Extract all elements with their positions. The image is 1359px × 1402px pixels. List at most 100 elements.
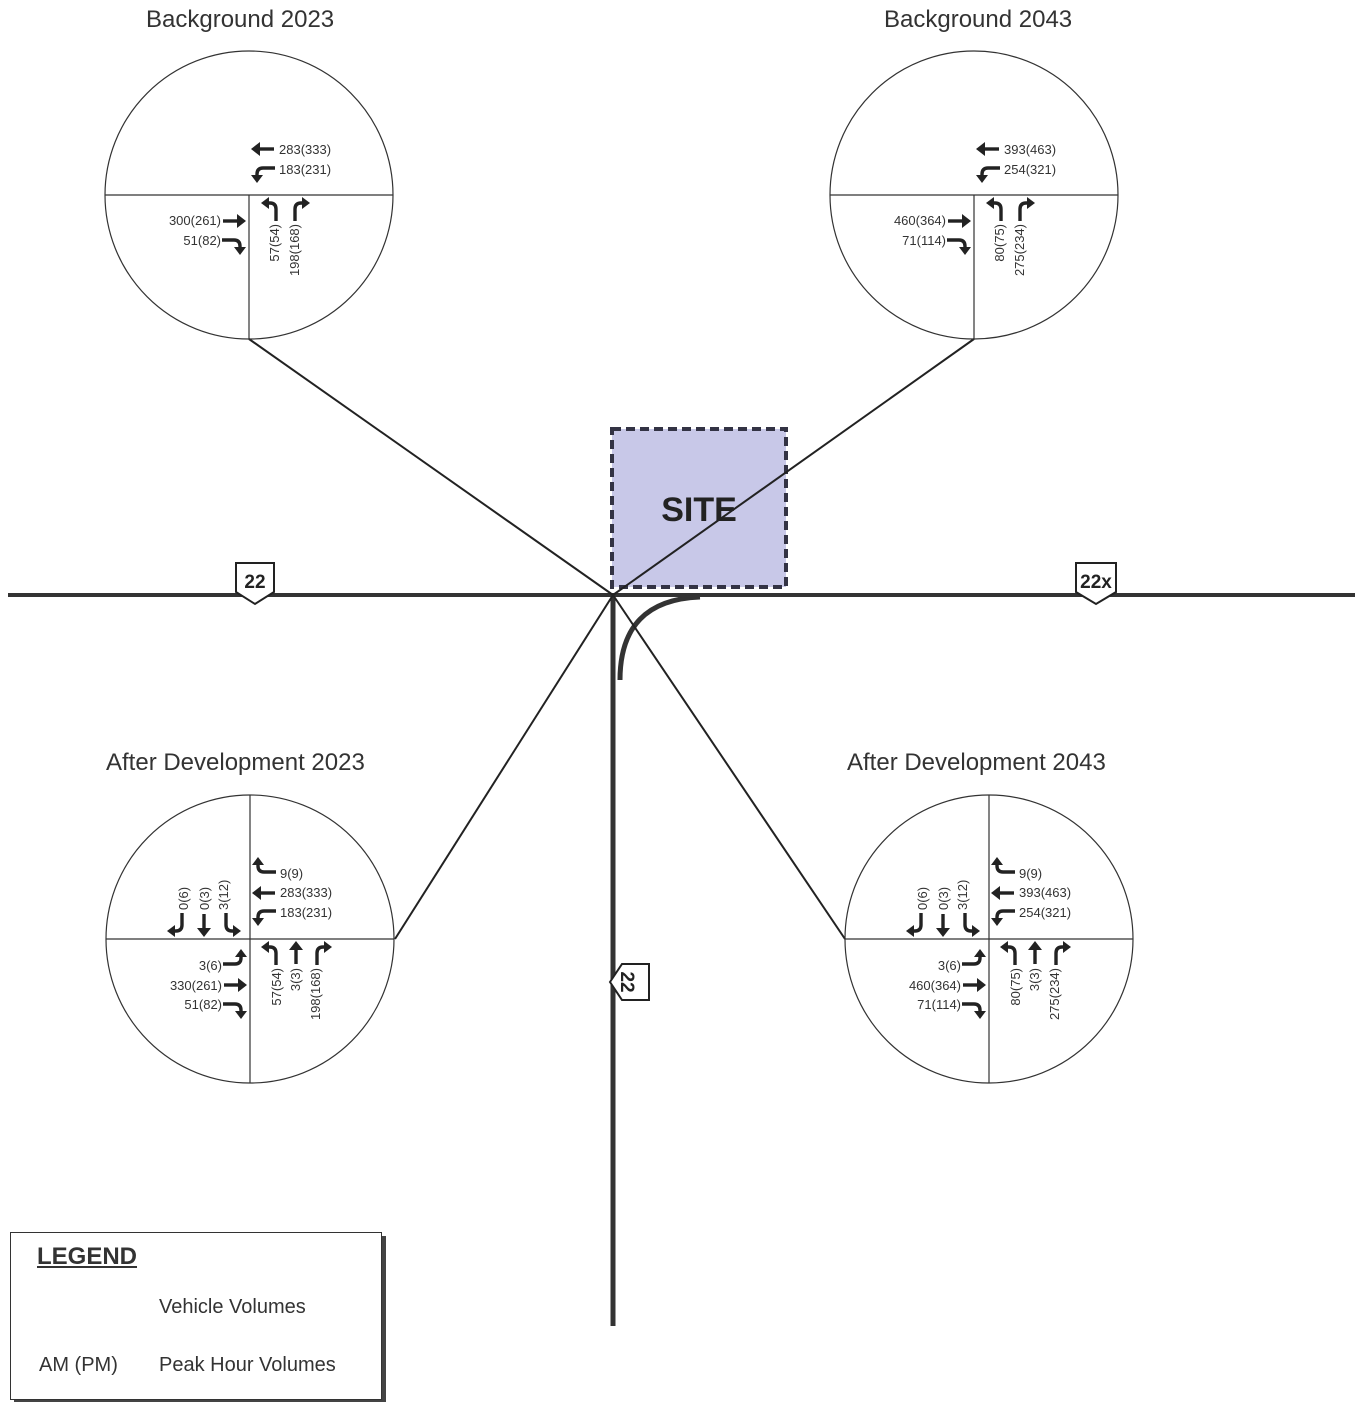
legend-box: LEGEND Vehicle Volumes AM (PM) Peak Hour…: [10, 1232, 382, 1400]
leader-line-ad2043: [612, 594, 846, 940]
eb-through-arrow-icon: [222, 976, 249, 994]
leader-line-ad2023: [394, 594, 614, 940]
leader-line-bg2023: [248, 338, 614, 596]
eb-left-volume: 3(6): [938, 958, 961, 973]
sb-left-volume: 3(12): [216, 880, 231, 910]
sb-right-volume: 0(6): [915, 887, 930, 910]
nb-left-arrow-icon: [998, 939, 1017, 967]
eb-through-volume: 460(364): [909, 978, 961, 993]
nb-through-volume: 3(3): [1027, 968, 1042, 991]
nb-left-volume: 80(75): [992, 224, 1007, 262]
nb-right-volume: 198(168): [287, 224, 302, 276]
eb-through-volume: 460(364): [894, 213, 946, 228]
panel-bg2023: 283(333) 183(231) 300(261) 51(82) 57(54)…: [104, 50, 394, 340]
channelized-right-turn-lane: [617, 594, 701, 681]
wb-through-arrow-icon: [250, 884, 277, 902]
eb-right-volume: 71(114): [917, 997, 961, 1012]
eb-right-arrow-icon: [945, 238, 973, 257]
route-shield-west: 22: [235, 562, 275, 606]
legend-vehicle-volumes-label: Vehicle Volumes: [159, 1296, 306, 1318]
eb-right-volume: 51(82): [183, 233, 221, 248]
nb-right-arrow-icon: [315, 939, 334, 967]
leader-line-bg2043: [612, 338, 975, 596]
nb-through-arrow-icon: [1026, 939, 1044, 966]
nb-right-volume: 275(234): [1012, 224, 1027, 276]
eb-through-arrow-icon: [946, 212, 973, 230]
wb-uturn-volume: 9(9): [1019, 866, 1042, 881]
eb-left-arrow-icon: [960, 947, 988, 966]
panel-bg2043: 393(463) 254(321) 460(364) 71(114) 80(75…: [829, 50, 1119, 340]
sb-left-arrow-icon: [224, 911, 243, 939]
nb-through-arrow-icon: [287, 939, 305, 966]
sb-right-arrow-icon: [165, 911, 184, 939]
nb-left-volume: 57(54): [267, 224, 282, 262]
wb-left-volume: 183(231): [279, 162, 331, 177]
wb-through-arrow-icon: [974, 140, 1001, 158]
sb-left-volume: 3(12): [955, 880, 970, 910]
eb-left-arrow-icon: [221, 947, 249, 966]
route-shield-south: 22: [608, 963, 650, 1001]
sb-left-arrow-icon: [963, 911, 982, 939]
nb-right-arrow-icon: [1054, 939, 1073, 967]
wb-left-volume: 183(231): [280, 905, 332, 920]
eb-right-arrow-icon: [960, 1002, 988, 1021]
leader-lines: [248, 338, 975, 940]
eb-through-volume: 300(261): [169, 213, 221, 228]
site-parcel: SITE: [610, 427, 788, 589]
eb-right-volume: 71(114): [902, 233, 946, 248]
legend-ampm-key: AM (PM): [39, 1354, 118, 1376]
wb-left-arrow-icon: [989, 909, 1017, 928]
nb-right-arrow-icon: [1018, 195, 1037, 223]
wb-through-volume: 393(463): [1019, 885, 1071, 900]
wb-through-arrow-icon: [249, 140, 276, 158]
nb-left-arrow-icon: [259, 939, 278, 967]
eb-through-volume: 330(261): [170, 978, 222, 993]
panel-ad2043: 9(9) 393(463) 254(321) 0(6) 0(3) 3(12) 3…: [844, 794, 1134, 1084]
nb-through-volume: 3(3): [288, 968, 303, 991]
eb-through-arrow-icon: [221, 212, 248, 230]
panel-ad2023: 9(9) 283(333) 183(231) 0(6) 0(3) 3(12) 3…: [105, 794, 395, 1084]
svg-text:22: 22: [616, 971, 637, 992]
sb-through-arrow-icon: [934, 912, 952, 939]
eb-right-arrow-icon: [221, 1002, 249, 1021]
site-box: [610, 427, 788, 589]
eb-left-volume: 3(6): [199, 958, 222, 973]
route-shield-east: 22x: [1075, 562, 1117, 606]
wb-through-arrow-icon: [989, 884, 1016, 902]
svg-text:22: 22: [244, 572, 265, 593]
wb-through-volume: 283(333): [280, 885, 332, 900]
wb-left-arrow-icon: [974, 166, 1002, 185]
nb-right-volume: 275(234): [1047, 968, 1062, 1020]
eb-right-volume: 51(82): [184, 997, 222, 1012]
nb-left-arrow-icon: [259, 195, 278, 223]
wb-left-volume: 254(321): [1019, 905, 1071, 920]
nb-right-arrow-icon: [293, 195, 312, 223]
sb-through-arrow-icon: [195, 912, 213, 939]
wb-uturn-volume: 9(9): [280, 866, 303, 881]
legend-title: LEGEND: [37, 1243, 138, 1270]
site-label: SITE: [661, 491, 737, 529]
nb-left-volume: 57(54): [269, 968, 284, 1006]
panel-title-bg2043: Background 2043: [884, 6, 1073, 33]
sb-through-volume: 0(3): [936, 887, 951, 910]
nb-right-volume: 198(168): [308, 968, 323, 1020]
wb-left-arrow-icon: [249, 166, 277, 185]
eb-right-arrow-icon: [220, 238, 248, 257]
eb-through-arrow-icon: [961, 976, 988, 994]
wb-left-volume: 254(321): [1004, 162, 1056, 177]
wb-through-volume: 393(463): [1004, 142, 1056, 157]
panel-title-ad2043: After Development 2043: [847, 749, 1106, 776]
wb-uturn-arrow-icon: [250, 855, 278, 874]
sb-through-volume: 0(3): [197, 887, 212, 910]
panel-title-bg2023: Background 2023: [146, 6, 335, 33]
sb-right-arrow-icon: [904, 911, 923, 939]
wb-through-volume: 283(333): [279, 142, 331, 157]
sb-right-volume: 0(6): [176, 887, 191, 910]
wb-left-arrow-icon: [250, 909, 278, 928]
legend-peak-hour-label: Peak Hour Volumes: [159, 1354, 336, 1376]
wb-uturn-arrow-icon: [989, 855, 1017, 874]
nb-left-arrow-icon: [984, 195, 1003, 223]
panel-title-ad2023: After Development 2023: [106, 749, 365, 776]
nb-left-volume: 80(75): [1008, 968, 1023, 1006]
svg-text:22x: 22x: [1080, 572, 1112, 593]
